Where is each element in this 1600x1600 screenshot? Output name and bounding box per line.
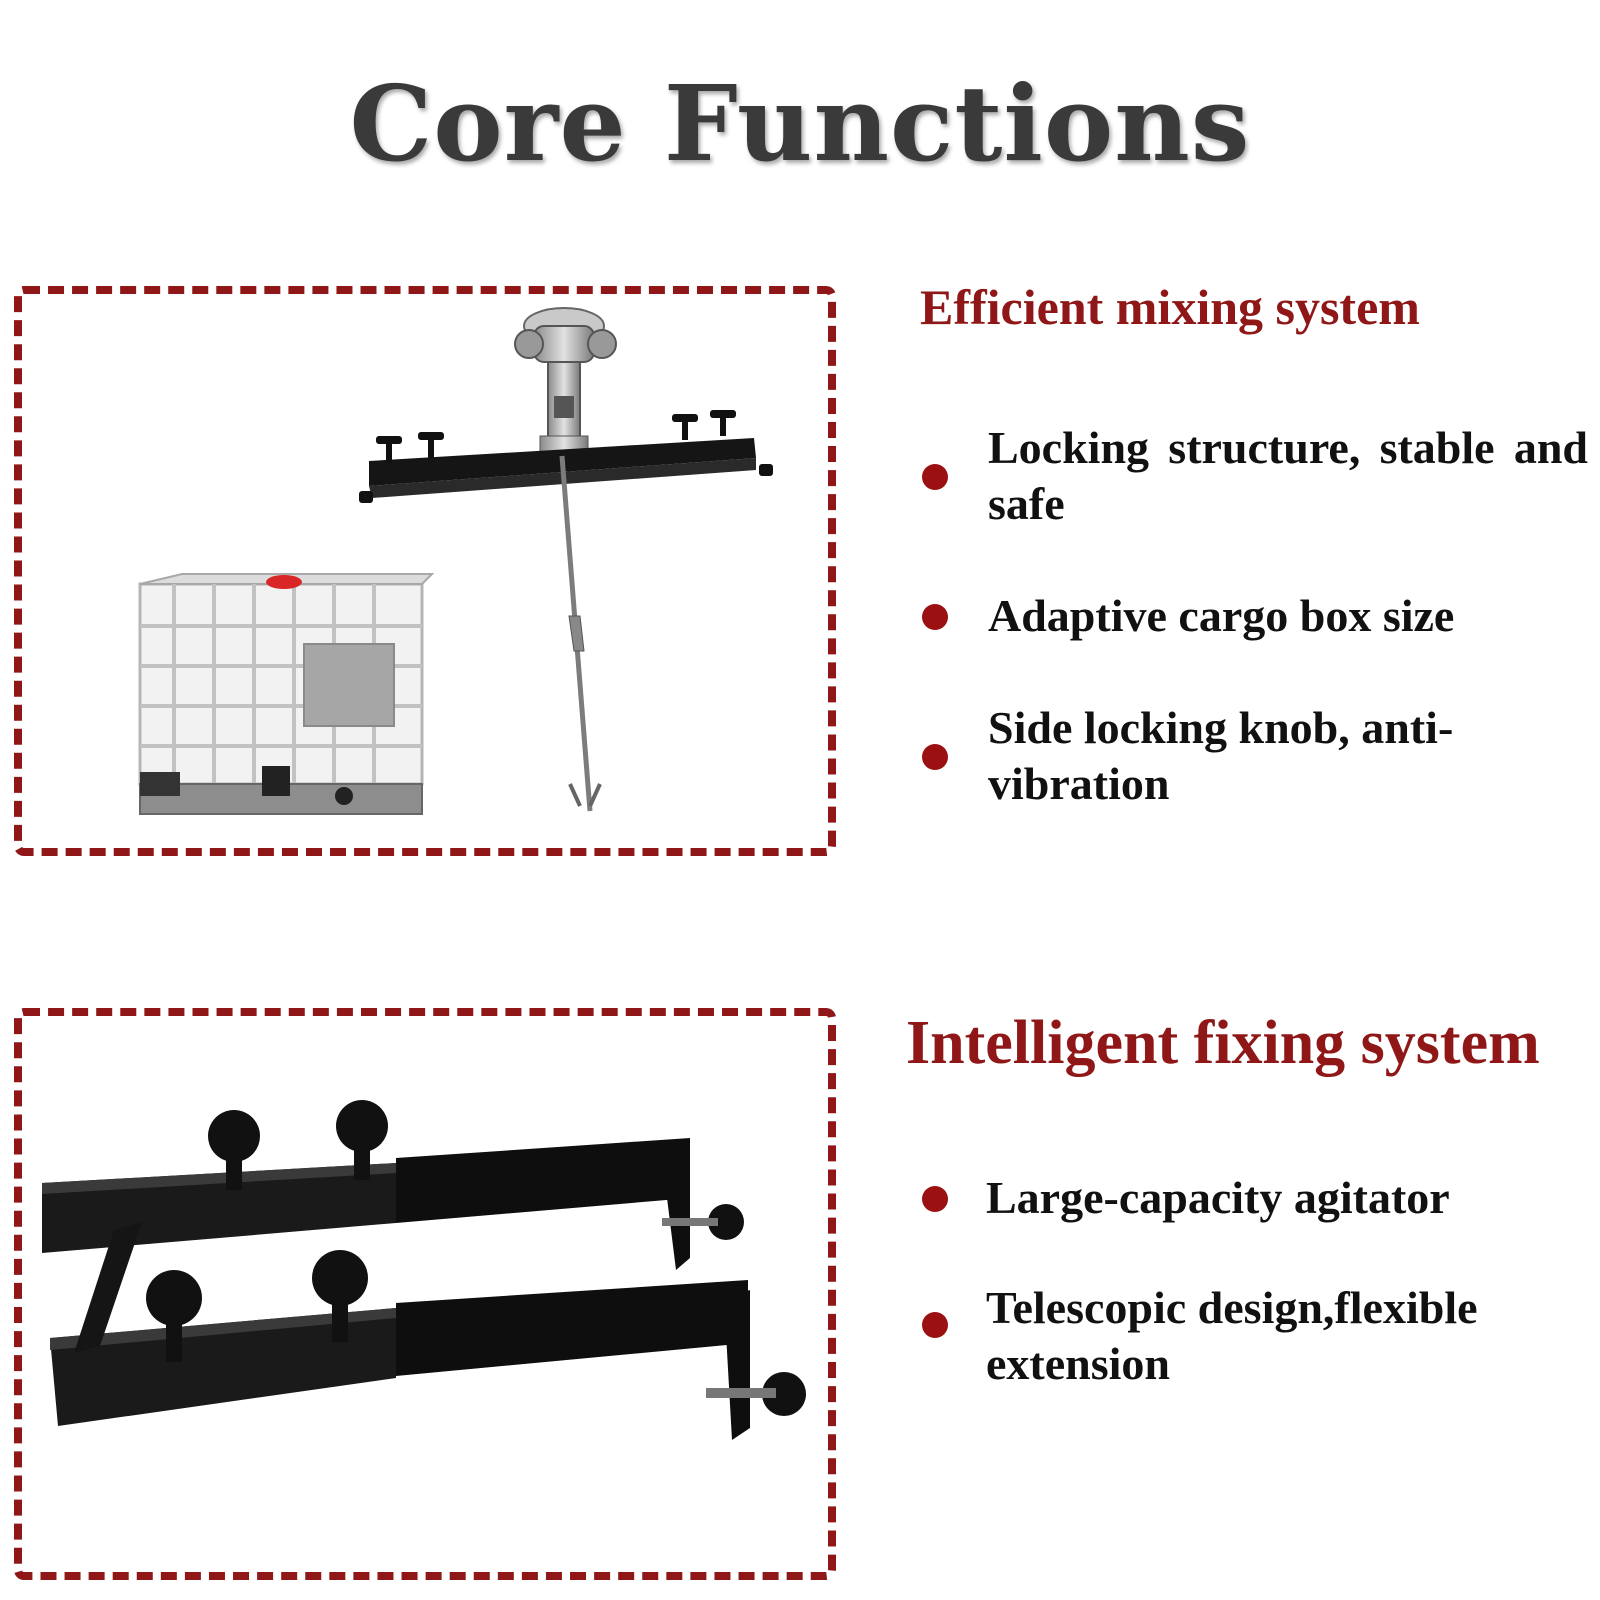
page-title: Core Functions	[349, 62, 1251, 185]
bullet-dot	[922, 604, 948, 630]
bullet-dot	[922, 464, 948, 490]
upper-telescopic-bar	[42, 1138, 690, 1270]
mixer-illustration	[138, 307, 773, 815]
product-image-frame-mixer	[14, 286, 836, 856]
section-heading-mixing: Efficient mixing system	[920, 279, 1420, 335]
cross-brace	[74, 1222, 142, 1353]
bullet-dot	[922, 1312, 948, 1338]
mixer-shaft	[559, 455, 602, 812]
fixing-bars-illustration	[42, 1100, 806, 1440]
bullet-text: Large-capacity agitator	[986, 1172, 1450, 1223]
ibc-tote	[138, 573, 435, 815]
bullet-dot	[922, 1186, 948, 1212]
locking-knobs	[146, 1100, 806, 1416]
bullet-dot	[922, 744, 948, 770]
section-heading-fixing: Intelligent fixing system	[906, 1009, 1540, 1077]
bullet-text: Adaptive cargo box size	[988, 590, 1455, 641]
mixer-motor	[514, 307, 617, 453]
bullet-text: Locking structure, stable and safe	[988, 422, 1588, 529]
lower-telescopic-bar	[50, 1280, 750, 1440]
product-image-frame-fixing	[14, 1008, 836, 1580]
bullet-text: Side locking knob, anti-vibration	[988, 702, 1454, 809]
bullet-text: Telescopic design,flexible extension	[986, 1282, 1478, 1389]
